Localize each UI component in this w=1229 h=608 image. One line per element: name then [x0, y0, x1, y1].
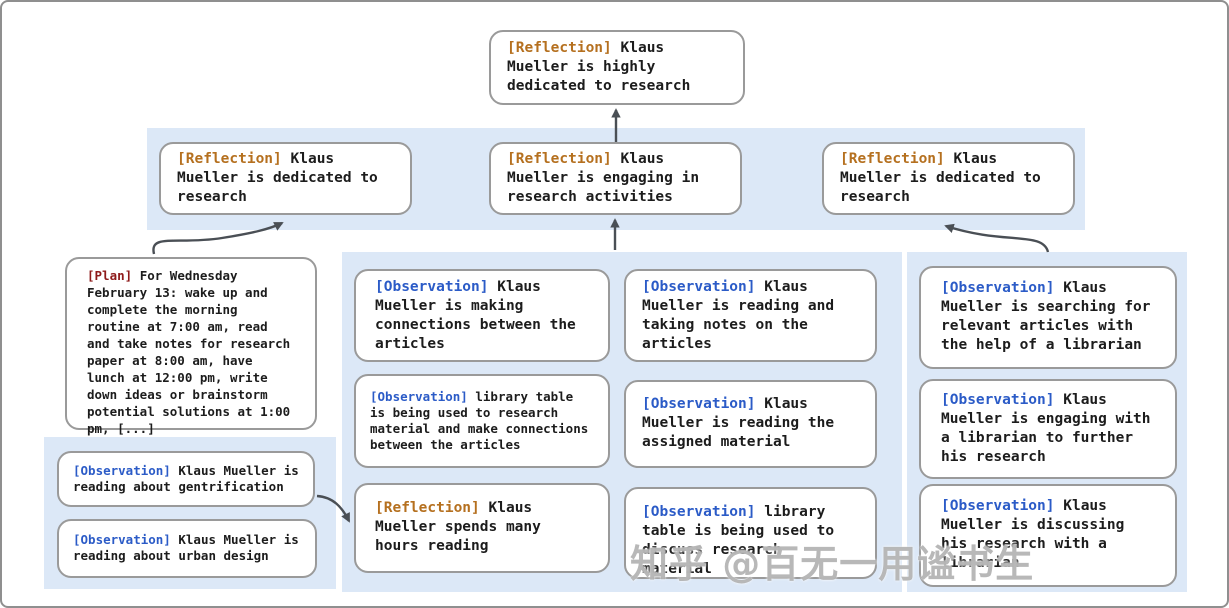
node-obs-taking-notes: [Observation] Klaus Mueller is reading a… [624, 269, 877, 362]
observation-tag: [Observation] [642, 279, 756, 295]
node-text: Klaus Mueller is reading about gentrific… [73, 463, 299, 494]
reflection-tag: [Reflection] [177, 151, 282, 167]
arrow-leftobs-to-reflection-node [316, 494, 351, 523]
node-text: library table is being used to research … [370, 389, 589, 452]
node-text: Klaus Mueller is dedicated to research [840, 151, 1041, 205]
observation-tag: [Observation] [941, 498, 1055, 514]
plan-tag: [Plan] [87, 268, 133, 283]
node-obs-making-connections: [Observation] Klaus Mueller is making co… [354, 269, 610, 362]
reflection-tag: [Reflection] [375, 500, 480, 516]
node-reflection-right: [Reflection] Klaus Mueller is dedicated … [822, 142, 1075, 215]
observation-tag: [Observation] [73, 532, 171, 547]
node-text: Klaus Mueller is highly dedicated to res… [507, 40, 691, 94]
node-obs-searching-articles: [Observation] Klaus Mueller is searching… [919, 266, 1177, 369]
node-obs-urban-design: [Observation] Klaus Mueller is reading a… [57, 519, 317, 578]
node-obs-library-table-discuss: [Observation] library table is being use… [624, 487, 877, 579]
node-reflection-left: [Reflection] Klaus Mueller is dedicated … [159, 142, 412, 215]
observation-tag: [Observation] [941, 280, 1055, 296]
node-obs-assigned-material: [Observation] Klaus Mueller is reading t… [624, 380, 877, 468]
node-text: Klaus Mueller is making connections betw… [375, 279, 576, 352]
reflection-tag: [Reflection] [840, 151, 945, 167]
node-text: Klaus Mueller is dedicated to research [177, 151, 378, 205]
node-obs-engaging-librarian: [Observation] Klaus Mueller is engaging … [919, 379, 1177, 479]
arrow-right-to-reflection-right [944, 223, 1050, 253]
observation-tag: [Observation] [375, 279, 489, 295]
node-text: Klaus Mueller is searching for relevant … [941, 280, 1151, 353]
node-root-reflection: [Reflection] Klaus Mueller is highly ded… [489, 30, 745, 105]
node-reflection-center: [Reflection] Klaus Mueller is engaging i… [489, 142, 742, 215]
node-plan: [Plan] For Wednesday February 13: wake u… [65, 257, 317, 436]
node-text: For Wednesday February 13: wake up and c… [87, 268, 291, 436]
node-text: Klaus Mueller is reading about urban des… [73, 532, 299, 563]
node-obs-discussing-research: [Observation] Klaus Mueller is discussin… [919, 484, 1177, 587]
observation-tag: [Observation] [370, 389, 468, 404]
observation-tag: [Observation] [642, 396, 756, 412]
node-obs-gentrification: [Observation] Klaus Mueller is reading a… [57, 451, 315, 507]
node-text: Klaus Mueller is discussing his research… [941, 498, 1125, 571]
node-obs-library-table-research: [Observation] library table is being use… [354, 374, 610, 468]
reflection-tag: [Reflection] [507, 40, 612, 56]
node-text: Klaus Mueller is engaging with a librari… [941, 392, 1151, 465]
reflection-tag: [Reflection] [507, 151, 612, 167]
arrow-plan-to-reflection-left [152, 221, 284, 255]
node-reflection-hours-reading: [Reflection] Klaus Mueller spends many h… [354, 483, 610, 573]
node-text: Klaus Mueller is reading and taking note… [642, 279, 835, 352]
observation-tag: [Observation] [73, 463, 171, 478]
node-text: Klaus Mueller spends many hours reading [375, 500, 541, 554]
observation-tag: [Observation] [642, 504, 756, 520]
node-text: Klaus Mueller is reading the assigned ma… [642, 396, 835, 450]
node-text: Klaus Mueller is engaging in research ac… [507, 151, 700, 205]
node-text: library table is being used to discuss r… [642, 504, 835, 577]
observation-tag: [Observation] [941, 392, 1055, 408]
